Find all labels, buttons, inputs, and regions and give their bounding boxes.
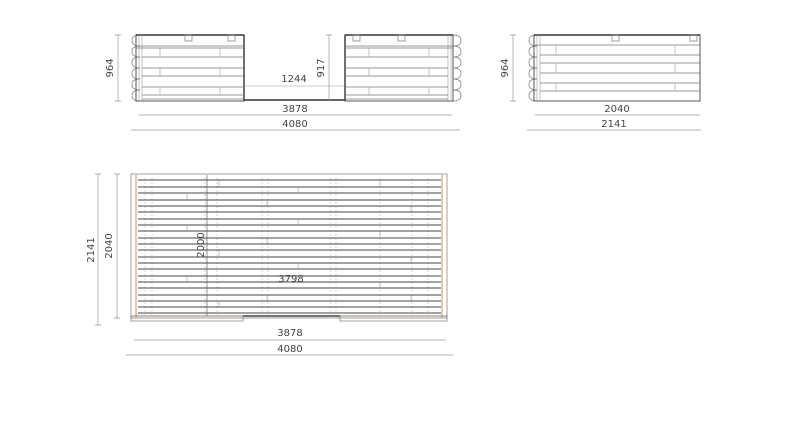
side-inner-width-label: 2040: [604, 104, 629, 115]
front-inner-width-label: 3878: [282, 104, 307, 115]
board-length-label: 2000: [196, 232, 207, 257]
side-elevation: 964 2040 2141: [500, 34, 701, 131]
side-height-label: 964: [500, 58, 511, 77]
plan-inner-width-label: 3878: [277, 328, 302, 339]
front-opening: [244, 85, 345, 101]
front-elevation: 964 917 1244 3878 4080: [105, 34, 462, 131]
front-right-wall: [344, 34, 462, 102]
plan-outer-depth-label: 2141: [86, 237, 97, 262]
side-outer-width-label: 2141: [601, 119, 626, 130]
plan-outer-width-label: 4080: [277, 344, 302, 355]
front-dimensions: 964 917 1244 3878 4080: [105, 34, 460, 131]
floor-boards: [138, 179, 441, 314]
opening-height-label: 917: [316, 58, 327, 77]
plan-inner-depth-label: 2040: [104, 233, 115, 258]
plan-view: 2000 3798 2141 2040 3878 4080: [86, 173, 453, 356]
opening-width-label: 1244: [281, 74, 306, 85]
front-height-label: 964: [105, 58, 116, 77]
front-left-wall: [131, 34, 245, 102]
front-outer-width-label: 4080: [282, 119, 307, 130]
board-span-label: 3798: [278, 274, 303, 285]
